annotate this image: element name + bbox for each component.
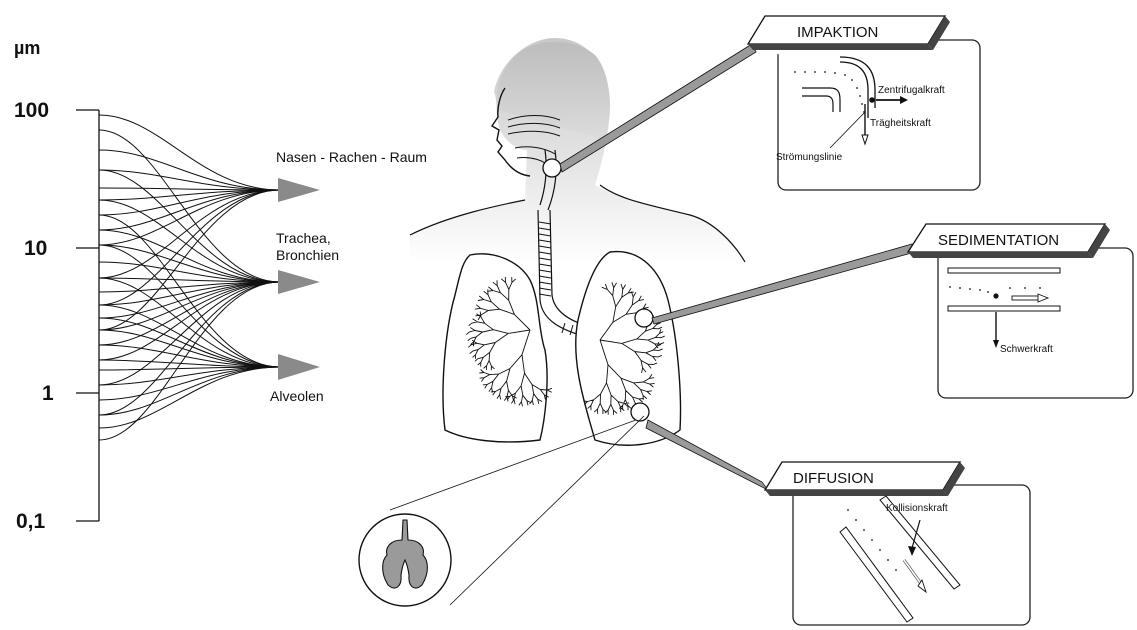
deposition-curve <box>99 282 280 415</box>
label-nasal: Nasen - Rachen - Raum <box>276 149 427 165</box>
tick-label-100: 100 <box>14 99 49 122</box>
deposition-curve <box>99 150 280 190</box>
deposition-curve <box>99 330 280 367</box>
deposition-curve <box>99 190 280 245</box>
deposition-curve <box>99 318 280 367</box>
label-trachea: Trachea, <box>276 230 331 246</box>
deposition-curve <box>99 367 280 415</box>
diffusion-site <box>631 403 649 421</box>
impaction-title: IMPAKTION <box>797 24 878 41</box>
sedimentation-site <box>635 309 653 327</box>
left-lung <box>443 254 552 442</box>
impaction-panel: IMPAKTION Zentrifugalkraft Trägheitskraf… <box>748 16 980 190</box>
unit-label: µm <box>14 38 40 58</box>
tick-label-0-1: 0,1 <box>16 510 46 533</box>
deposition-curve <box>99 190 280 278</box>
right-lung <box>576 252 681 446</box>
diffusion-collision-label: Kollisionskraft <box>886 503 948 514</box>
tick-label-10: 10 <box>24 237 47 260</box>
sedimentation-title: SEDIMENTATION <box>938 232 1059 249</box>
tick-label-1: 1 <box>42 382 54 405</box>
size-scale: 100 10 1 0,1 <box>14 99 99 533</box>
impaction-streamline-label: Strömungslinie <box>776 152 843 163</box>
arrow-alveoli <box>278 354 320 380</box>
deposition-curve <box>99 282 280 330</box>
deposition-curves <box>99 115 280 440</box>
region-arrows <box>278 178 320 380</box>
diffusion-panel: DIFFUSION Kollisionskraft <box>765 462 1030 625</box>
deposition-curve <box>99 230 280 282</box>
label-alveoli: Alveolen <box>270 388 324 404</box>
impaction-inertia-label: Trägheitskraft <box>870 118 931 129</box>
sedimentation-panel: SEDIMENTATION Schwerkraft <box>908 224 1133 398</box>
diffusion-title: DIFFUSION <box>793 470 874 487</box>
body-silhouette <box>410 38 745 262</box>
impaction-centrifugal-label: Zentrifugalkraft <box>878 85 945 96</box>
label-bronchi: Bronchien <box>276 247 339 263</box>
alveolus-magnifier <box>359 514 451 606</box>
arrow-nasal <box>278 178 320 202</box>
sedimentation-gravity-label: Schwerkraft <box>1000 344 1053 355</box>
arrow-trachea <box>278 270 320 294</box>
impaction-site <box>543 159 561 177</box>
